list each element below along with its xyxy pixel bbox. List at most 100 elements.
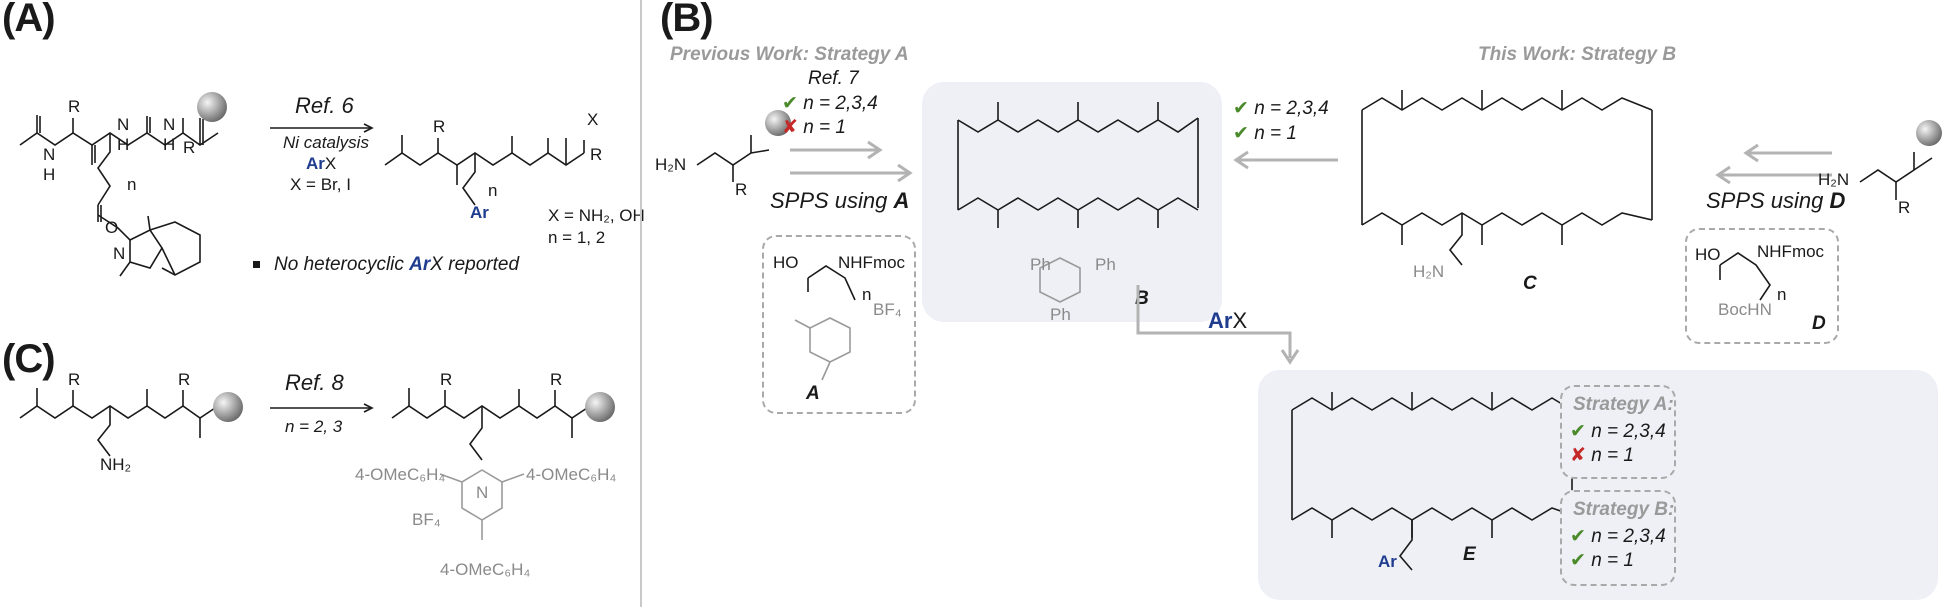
check-icon: ✔ — [1233, 98, 1249, 119]
check-icon: ✔ — [1570, 550, 1586, 571]
ar-label: Ar — [470, 203, 489, 222]
x-values-label: X = NH₂, OH — [548, 206, 645, 225]
reagent-d-label: D — [1812, 313, 1826, 334]
ref-7-check-line: ✔ n = 2,3,4 — [782, 93, 878, 114]
product-e-label: E — [1463, 544, 1476, 565]
resin-bead-icon — [585, 392, 615, 422]
r-group-label: R — [433, 117, 446, 136]
panel-label-c: (C) — [2, 337, 56, 381]
ph-label: Ph — [1050, 305, 1071, 324]
r-group-label: R — [68, 97, 81, 116]
cross-icon: ✘ — [1570, 445, 1586, 466]
strategy-b-title: Strategy B: — [1573, 499, 1675, 520]
reagent-a-label: A — [806, 383, 820, 404]
h2n-label: H₂N — [1413, 262, 1445, 281]
r-group-label: R — [1898, 198, 1911, 217]
r-group-label: R — [550, 370, 563, 389]
r-group-label: R — [68, 370, 81, 389]
o-label: O — [105, 218, 119, 237]
n-subscript: n — [127, 175, 137, 194]
strategy-b-check-line: ✔ n = 2,3,4 — [1233, 98, 1329, 119]
resin-bead-icon — [213, 392, 243, 422]
cyclic-peptide-c-label: C — [1523, 273, 1537, 294]
h2n-label: H₂N — [1818, 170, 1850, 189]
spps-d-label: SPPS using D — [1706, 188, 1846, 213]
strategy-a-cross-line: ✘ n = 1 — [1570, 445, 1634, 466]
r-group-label: R — [440, 370, 453, 389]
r-group-label: R — [590, 145, 603, 164]
ref-8-label: Ref. 8 — [285, 370, 344, 395]
arx-label: ArX — [306, 154, 337, 173]
bochn-label: BocHN — [1718, 300, 1772, 319]
bf4-label: BF₄ — [873, 300, 902, 319]
resin-bead-icon — [1916, 120, 1942, 146]
check-icon: ✔ — [782, 93, 798, 114]
reagent-a-box — [762, 235, 916, 414]
ar-label: Ar — [1378, 552, 1397, 571]
reagent-d-box — [1685, 228, 1839, 344]
previous-work-title: Previous Work: Strategy A — [670, 44, 909, 65]
this-work-title: This Work: Strategy B — [1478, 44, 1677, 65]
nh2-label: NH₂ — [100, 455, 132, 474]
n-label: N — [113, 244, 126, 263]
x-definition: X = Br, I — [290, 175, 351, 194]
check-icon: ✔ — [1233, 123, 1249, 144]
n-subscript: n — [488, 181, 498, 200]
ref-6-label: Ref. 6 — [295, 93, 354, 118]
strategy-a-title: Strategy A: — [1573, 394, 1674, 415]
product-x-label: X — [587, 110, 599, 129]
strategy-b-check-line: ✔ n = 1 — [1233, 123, 1297, 144]
n-subscript: n — [862, 285, 872, 304]
aryl-substituent-label: 4-OMeC₆H₄ — [355, 465, 446, 484]
ref-7-label: Ref. 7 — [808, 68, 859, 89]
strategy-a-check-line: ✔ n = 2,3,4 — [1570, 421, 1666, 442]
panel-label-a: (A) — [2, 0, 56, 40]
nhfmoc-label: NHFmoc — [838, 253, 906, 272]
ho-label: HO — [1695, 245, 1721, 264]
panel-divider — [640, 0, 642, 607]
n-values-label: n = 2, 3 — [285, 417, 343, 436]
ph-label: Ph — [1030, 255, 1051, 274]
no-heterocyclic-note: No heterocyclic ArX reported — [253, 254, 519, 276]
spps-a-label: SPPS using A — [770, 188, 910, 213]
check-icon: ✔ — [1570, 421, 1586, 442]
bullet-icon — [253, 261, 260, 269]
nhfmoc-label: NHFmoc — [1757, 242, 1825, 261]
r-group-label: R — [178, 370, 191, 389]
strategy-b-check-line: ✔ n = 2,3,4 — [1570, 526, 1666, 547]
strategy-a-box — [1560, 385, 1676, 479]
bf4-counterion-label: BF₄ — [412, 510, 441, 529]
ph-label: Ph — [1095, 255, 1116, 274]
arx-label: ArX — [1208, 308, 1248, 333]
n-values-label: n = 1, 2 — [548, 228, 606, 247]
r-group-label: R — [183, 138, 196, 157]
check-icon: ✔ — [1570, 526, 1586, 547]
aryl-substituent-label: 4-OMeC₆H₄ — [526, 465, 617, 484]
ref-7-cross-line: ✘ n = 1 — [782, 117, 846, 138]
ni-catalysis-label: Ni catalysis — [283, 133, 369, 152]
n-subscript: n — [1777, 285, 1787, 304]
ho-label: HO — [773, 253, 799, 272]
resin-bead-icon — [765, 110, 791, 136]
strategy-b-box — [1560, 490, 1676, 586]
h2n-label: H₂N — [655, 155, 687, 174]
